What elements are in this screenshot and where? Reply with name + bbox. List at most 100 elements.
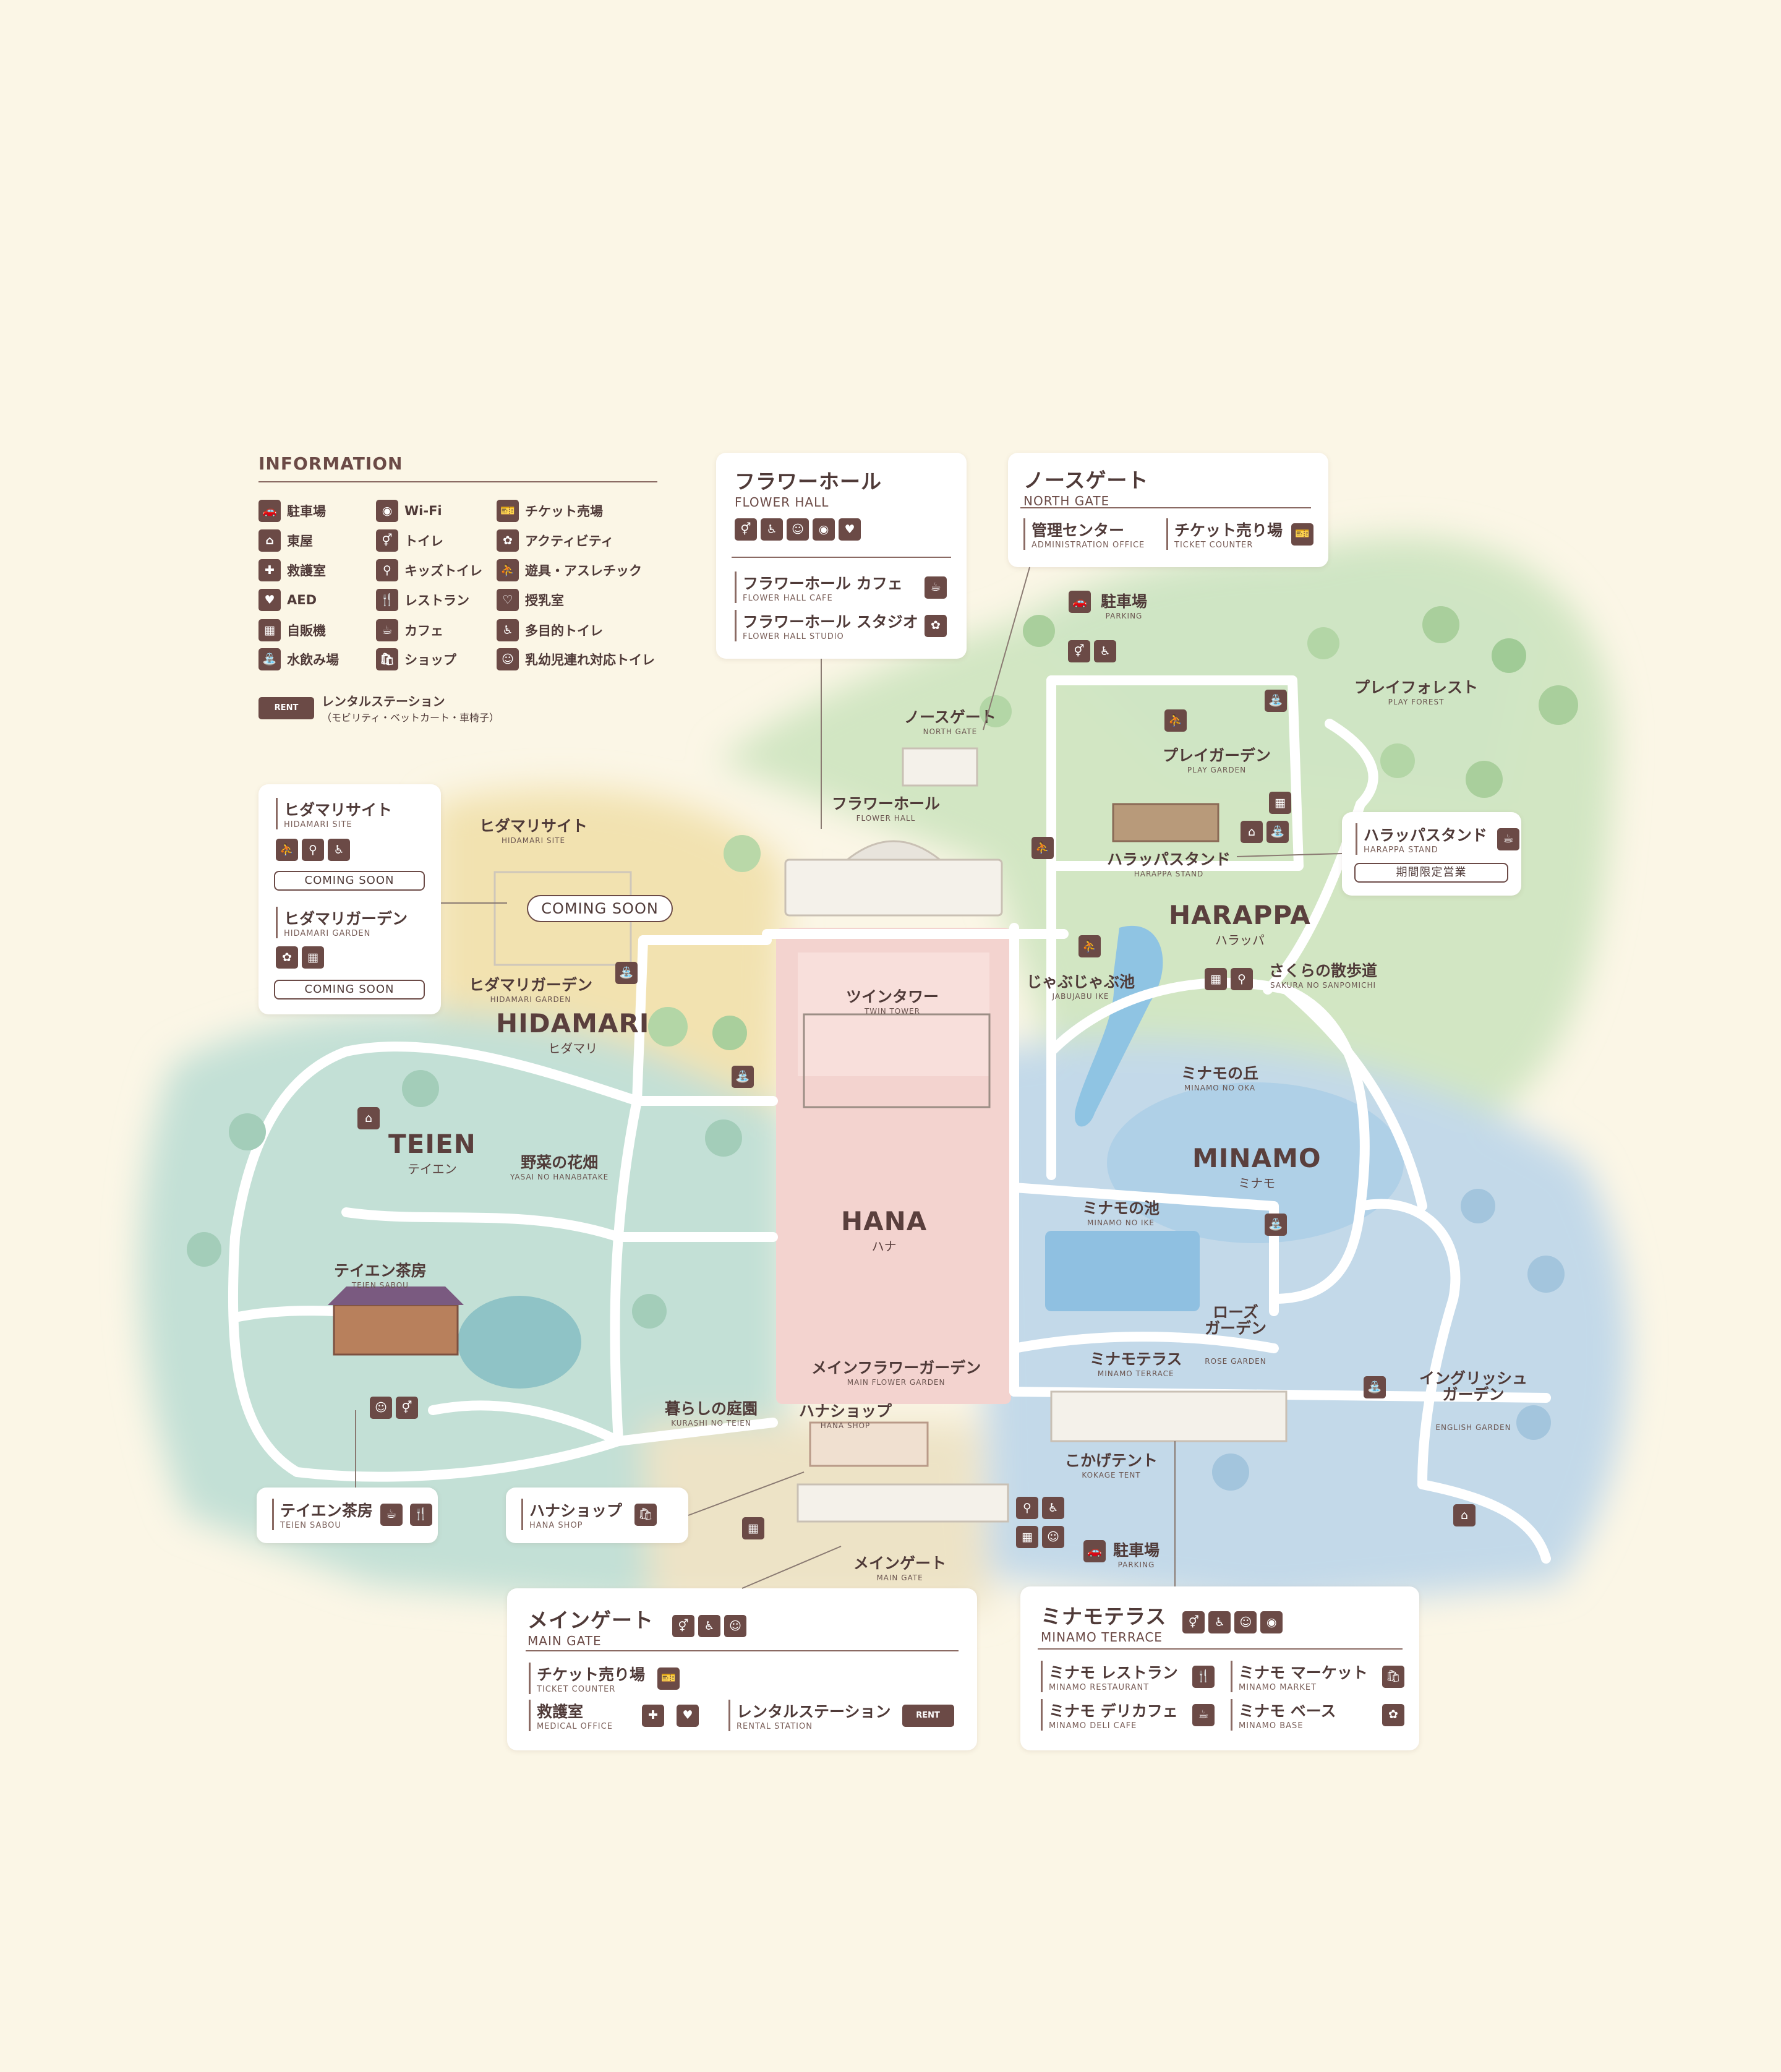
nursing-room-icon: ♡	[497, 589, 519, 611]
arbor-icon: ⌂	[1241, 821, 1263, 843]
place-yasai-hanabatake[interactable]: 野菜の花畑 YASAI NO HANABATAKE	[510, 1150, 609, 1181]
item-name-en: TICKET COUNTER	[1174, 541, 1254, 550]
item-name: チケット売り場	[1174, 521, 1283, 539]
item-name-en: HARAPPA STAND	[1364, 845, 1438, 855]
place-minamo-terrace[interactable]: ミナモテラス MINAMO TERRACE	[1090, 1347, 1182, 1378]
place-name: イングリッシュ ガーデン	[1419, 1369, 1528, 1403]
item-name-en: TICKET COUNTER	[537, 1685, 616, 1694]
hidamari-garden-item[interactable]: ヒダマリガーデン HIDAMARI GARDEN	[276, 907, 408, 938]
area-harappa[interactable]: HARAPPA ハラッパ	[1169, 900, 1311, 948]
place-name-en: PLAY FOREST	[1388, 698, 1445, 706]
place-play-forest[interactable]: プレイフォレスト PLAY FOREST	[1354, 675, 1478, 706]
main-gate-ticket-item[interactable]: チケット売り場 TICKET COUNTER 🎫	[529, 1663, 680, 1694]
area-minamo[interactable]: MINAMO ミナモ	[1192, 1143, 1322, 1191]
place-kokage-tent[interactable]: こかげテント KOKAGE TENT	[1065, 1449, 1158, 1479]
play-garden-playground-marker: ⛹	[1164, 709, 1187, 732]
minamo-restaurant-item[interactable]: ミナモ レストラン MINAMO RESTAURANT 🍴	[1041, 1661, 1215, 1692]
place-english-garden[interactable]: イングリッシュ ガーデン ENGLISH GARDEN	[1419, 1350, 1527, 1442]
arbor-icon: ⌂	[1453, 1504, 1476, 1526]
place-jabujabu-ike[interactable]: じゃぶじゃぶ池 JABUJABU IKE	[1027, 970, 1135, 1001]
playground-icon: ⛹	[276, 839, 298, 861]
place-name: 野菜の花畑	[521, 1154, 599, 1171]
legend-item: ▦自販機	[258, 619, 326, 641]
area-kana: ハラッパ	[1215, 933, 1265, 948]
place-name: こかげテント	[1065, 1452, 1158, 1470]
teien-sabou-item[interactable]: テイエン茶房 TEIEN SABOU ☕ 🍴	[272, 1499, 432, 1530]
place-kurashi-teien[interactable]: 暮らしの庭園 KURASHI NO TEIEN	[665, 1397, 758, 1428]
flower-hall-studio-item[interactable]: フラワーホール スタジオ FLOWER HALL STUDIO ✿	[735, 610, 947, 641]
place-parking-north[interactable]: 駐車場 PARKING	[1101, 589, 1147, 620]
wifi-icon: ◉	[813, 518, 835, 541]
place-hidamari-garden[interactable]: ヒダマリガーデン HIDAMARI GARDEN	[469, 973, 592, 1004]
place-twin-tower[interactable]: ツインタワー TWIN TOWER	[846, 985, 939, 1016]
place-flower-hall[interactable]: フラワーホール FLOWER HALL	[832, 792, 940, 823]
aed-icon: ♥	[677, 1704, 699, 1727]
flower-hall-card[interactable]: フラワーホール FLOWER HALL ⚥ ♿ ☺ ◉ ♥ フラワーホール カフ…	[716, 453, 967, 659]
item-name: ミナモ マーケット	[1239, 1664, 1368, 1682]
place-hidamari-site[interactable]: ヒダマリサイト HIDAMARI SITE	[479, 814, 587, 845]
harappa-stand-card[interactable]: ハラッパスタンド HARAPPA STAND ☕ 期間限定営業	[1342, 812, 1521, 896]
hidamari-site-item[interactable]: ヒダマリサイト HIDAMARI SITE	[276, 798, 392, 829]
harappa-stand-item[interactable]: ハラッパスタンド HARAPPA STAND ☕	[1356, 823, 1520, 855]
place-minamo-oka[interactable]: ミナモの丘 MINAMO NO OKA	[1181, 1061, 1258, 1092]
minamo-water-marker: ⛲	[1265, 1214, 1287, 1236]
north-parking-marker: 🚗	[1069, 591, 1091, 613]
place-harappa-stand[interactable]: ハラッパスタンド HARAPPA STAND	[1107, 847, 1231, 878]
rental-station-icon: RENT	[902, 1704, 954, 1727]
minamo-base-item[interactable]: ミナモ ベース MINAMO BASE ✿	[1231, 1699, 1404, 1731]
place-north-gate[interactable]: ノースゲート NORTH GATE	[904, 705, 996, 736]
legend-label: キッズトイレ	[404, 563, 482, 578]
legend-item: ☺乳幼児連れ対応トイレ	[497, 648, 655, 670]
place-main-gate[interactable]: メインゲート MAIN GATE	[853, 1551, 946, 1582]
main-gate-facility-markers: ▦ ☺	[1016, 1526, 1064, 1548]
area-hana[interactable]: HANA ハナ	[841, 1206, 927, 1254]
place-minamo-ike[interactable]: ミナモの池 MINAMO NO IKE	[1082, 1196, 1160, 1227]
minamo-terrace-card-title: ミナモテラス	[1041, 1604, 1167, 1629]
item-name: ヒダマリガーデン	[284, 910, 408, 928]
place-name: ミナモテラス	[1090, 1350, 1182, 1368]
place-teien-sabou[interactable]: テイエン茶房 TEIEN SABOU	[334, 1259, 427, 1290]
hidamari-card[interactable]: ヒダマリサイト HIDAMARI SITE ⛹ ⚲ ♿ COMING SOON …	[258, 784, 441, 1014]
place-name: フラワーホール	[832, 795, 941, 813]
legend-item: 🚗駐車場	[258, 500, 326, 522]
rental-label: レンタルステーション	[322, 694, 445, 709]
place-play-garden[interactable]: プレイガーデン PLAY GARDEN	[1163, 743, 1271, 774]
place-rose-garden[interactable]: ローズ ガーデン ROSE GARDEN	[1205, 1283, 1266, 1376]
north-gate-card[interactable]: ノースゲート NORTH GATE 管理センター ADMINISTRATION …	[1008, 453, 1328, 567]
flower-hall-cafe-item[interactable]: フラワーホール カフェ FLOWER HALL CAFE ☕	[735, 572, 947, 603]
minamo-market-item[interactable]: ミナモ マーケット MINAMO MARKET 🛍	[1231, 1661, 1404, 1692]
item-name: 救護室	[537, 1703, 584, 1721]
area-hidamari[interactable]: HIDAMARI ヒダマリ	[496, 1008, 649, 1056]
administration-office-item[interactable]: 管理センター ADMINISTRATION OFFICE	[1023, 518, 1145, 550]
place-sakura-sanpomichi[interactable]: さくらの散歩道 SAKURA NO SANPOMICHI	[1269, 959, 1377, 990]
area-name: MINAMO	[1192, 1143, 1322, 1173]
teien-sabou-card[interactable]: テイエン茶房 TEIEN SABOU ☕ 🍴	[257, 1488, 438, 1543]
place-parking-south[interactable]: 駐車場 PARKING	[1113, 1538, 1160, 1569]
vending-machine-icon: ▦	[1269, 792, 1291, 814]
item-name: ヒダマリサイト	[284, 801, 393, 819]
main-gate-card[interactable]: メインゲート MAIN GATE ⚥ ♿ ☺ チケット売り場 TICKET CO…	[507, 1588, 977, 1750]
area-teien[interactable]: TEIEN テイエン	[388, 1129, 476, 1177]
place-name: ハラッパスタンド	[1107, 850, 1231, 868]
harappa-facility-markers: ⌂ ⛲	[1241, 821, 1289, 843]
place-name-en: HANA SHOP	[820, 1421, 871, 1430]
kids-toilet-icon: ⚲	[302, 839, 324, 861]
main-gate-medical-item[interactable]: 救護室 MEDICAL OFFICE ✚ ♥	[529, 1700, 699, 1731]
item-name-en: HANA SHOP	[529, 1521, 583, 1530]
hana-shop-card[interactable]: ハナショップ HANA SHOP 🛍	[506, 1488, 688, 1543]
english-garden-arbor-marker: ⌂	[1453, 1504, 1476, 1526]
shop-icon: 🛍	[1382, 1665, 1404, 1688]
area-kana: テイエン	[408, 1162, 457, 1176]
cafe-icon: ☕	[1497, 828, 1520, 850]
ticket-counter-item[interactable]: チケット売り場 TICKET COUNTER 🎫	[1166, 518, 1314, 550]
item-name-en: MINAMO MARKET	[1239, 1683, 1317, 1692]
place-hana-shop[interactable]: ハナショップ HANA SHOP	[799, 1399, 892, 1430]
arbor-icon: ⌂	[258, 529, 281, 552]
place-main-flower-garden[interactable]: メインフラワーガーデン MAIN FLOWER GARDEN	[811, 1356, 981, 1387]
main-gate-rental-item[interactable]: レンタルステーション RENTAL STATION RENT	[728, 1700, 954, 1731]
minamo-terrace-card[interactable]: ミナモテラス MINAMO TERRACE ⚥ ♿ ☺ ◉ ミナモ レストラン …	[1020, 1586, 1419, 1750]
arbor-icon: ⌂	[357, 1107, 380, 1129]
hana-shop-item[interactable]: ハナショップ HANA SHOP 🛍	[521, 1499, 657, 1530]
card-divider	[1038, 1648, 1403, 1650]
minamo-deli-cafe-item[interactable]: ミナモ デリカフェ MINAMO DELI CAFE ☕	[1041, 1699, 1215, 1731]
